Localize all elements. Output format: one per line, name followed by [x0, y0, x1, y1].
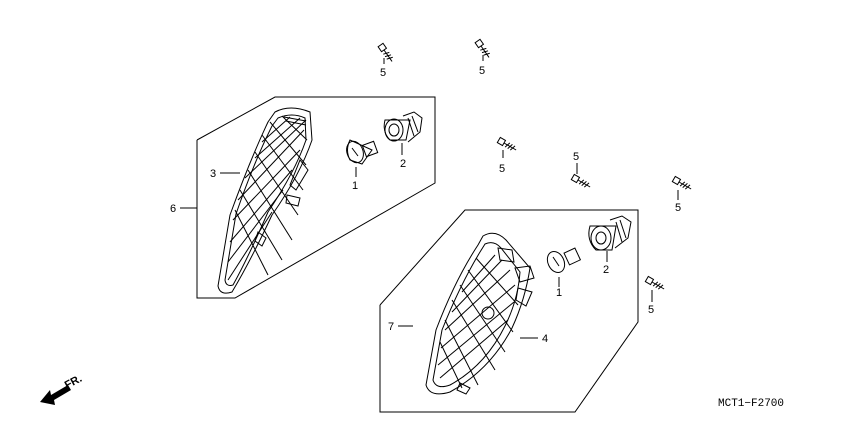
front-arrow-icon: [40, 385, 71, 405]
front-indicator: FR.: [63, 373, 84, 392]
screw-d: [570, 173, 591, 188]
label-lens-right: 4: [542, 333, 548, 345]
label-screw-f: 5: [648, 304, 654, 316]
label-assy-left: 6: [170, 203, 176, 215]
left-lens: [217, 107, 313, 294]
left-assembly-frame: [196, 96, 436, 299]
label-screw-b: 5: [479, 65, 485, 77]
label-screw-e: 5: [675, 202, 681, 214]
right-assembly-frame: [379, 209, 639, 413]
label-assy-right: 7: [388, 321, 394, 333]
label-screw-d: 5: [573, 151, 579, 163]
left-socket: [383, 111, 423, 143]
label-socket-right: 2: [603, 264, 609, 276]
label-screw-c: 5: [499, 163, 505, 175]
screw-c: [496, 136, 517, 151]
screw-e: [671, 175, 692, 190]
label-lens-left: 3: [210, 168, 216, 180]
label-screw-a: 5: [380, 67, 386, 79]
right-bulb: [546, 247, 582, 274]
screw-f: [644, 275, 665, 290]
screw-a: [377, 42, 393, 62]
diagram-code: MCT1−F2700: [718, 398, 784, 410]
label-socket-left: 2: [400, 158, 406, 170]
right-socket: [588, 215, 632, 251]
label-bulb-right: 1: [556, 287, 562, 299]
label-bulb-left: 1: [352, 180, 358, 192]
screw-b: [474, 38, 490, 58]
left-bulb: [346, 139, 379, 165]
right-lens: [425, 232, 535, 395]
